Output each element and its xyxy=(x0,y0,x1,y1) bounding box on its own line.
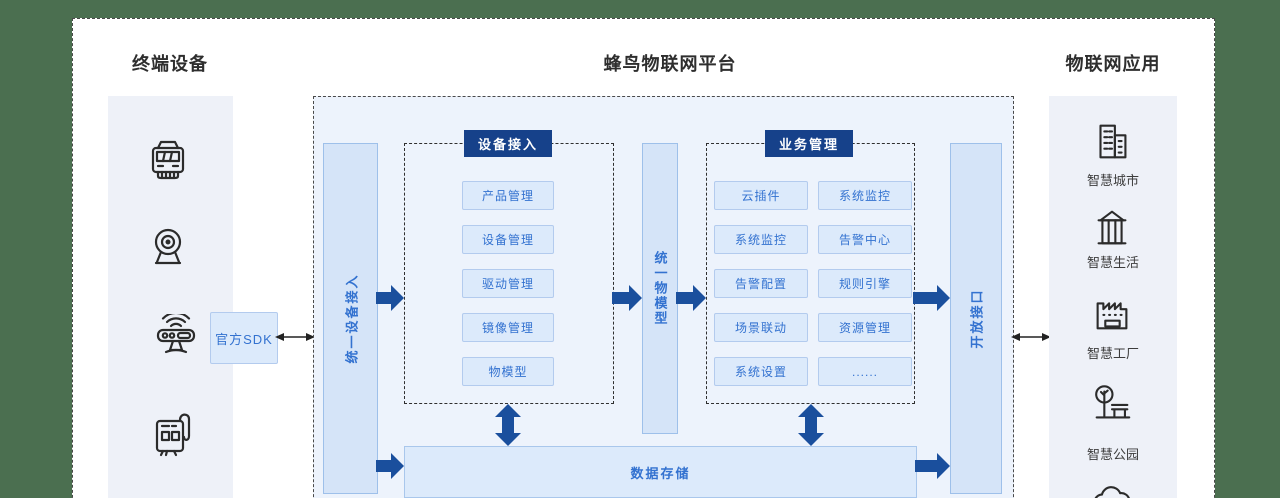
device-access-header: 设备接入 xyxy=(464,130,552,157)
app-label: 智慧生活 xyxy=(1086,255,1139,270)
business-item: 系统监控 xyxy=(714,225,808,254)
unified-device-access-bar: 统一设备接入 xyxy=(323,143,378,494)
app-label: 智慧公园 xyxy=(1086,447,1139,462)
flow-arrow-storage-to-open-icon xyxy=(915,453,950,479)
business-item: 告警中心 xyxy=(818,225,912,254)
flow-arrow-device-to-model-icon xyxy=(612,285,642,311)
business-item: 规则引擎 xyxy=(818,269,912,298)
business-item: 系统监控 xyxy=(818,181,912,210)
business-item: 系统设置 xyxy=(714,357,808,386)
gateway-icon xyxy=(146,409,194,457)
device-access-item: 镜像管理 xyxy=(462,313,554,342)
flow-arrow-model-to-business-icon xyxy=(676,285,706,311)
app-label: 智慧城市 xyxy=(1086,173,1139,188)
smart-city-icon xyxy=(1089,119,1137,167)
apps-panel xyxy=(1049,96,1177,498)
business-item: 资源管理 xyxy=(818,313,912,342)
double-arrow-device-storage-icon xyxy=(495,404,521,446)
flow-arrow-access-to-storage-icon xyxy=(376,453,404,479)
double-arrow-business-storage-icon xyxy=(798,404,824,446)
platform-apps-double-arrow-icon xyxy=(1011,333,1051,341)
platform-section-title: 蜂鸟物联网平台 xyxy=(603,54,737,74)
official-sdk-box: 官方SDK xyxy=(210,312,278,364)
device-access-item: 产品管理 xyxy=(462,181,554,210)
flow-arrow-access-to-device-icon xyxy=(376,285,404,311)
flow-arrow-business-to-open-icon xyxy=(913,285,950,311)
devices-section-title: 终端设备 xyxy=(132,54,208,74)
sdk-platform-double-arrow-icon xyxy=(275,333,315,341)
electric-meter-icon xyxy=(144,136,192,184)
smart-park-icon xyxy=(1089,381,1137,429)
device-access-item: 设备管理 xyxy=(462,225,554,254)
cloud-icon xyxy=(1089,481,1137,498)
app-label: 智慧工厂 xyxy=(1086,346,1139,361)
smart-factory-icon xyxy=(1089,290,1137,338)
business-item: 场景联动 xyxy=(714,313,808,342)
open-interface-bar: 开放接口 xyxy=(950,143,1002,494)
business-item: ...... xyxy=(818,357,912,386)
device-access-item: 驱动管理 xyxy=(462,269,554,298)
business-item: 云插件 xyxy=(714,181,808,210)
devices-panel xyxy=(108,96,233,498)
data-storage-bar: 数据存储 xyxy=(404,446,917,498)
unified-thing-model-bar: 统一物模型 xyxy=(642,143,678,434)
smart-life-icon xyxy=(1089,204,1137,252)
wireless-sensor-icon xyxy=(152,311,200,362)
business-item: 告警配置 xyxy=(714,269,808,298)
device-access-item: 物模型 xyxy=(462,357,554,386)
camera-icon xyxy=(144,223,192,271)
apps-section-title: 物联网应用 xyxy=(1065,54,1161,74)
business-management-header: 业务管理 xyxy=(765,130,853,157)
